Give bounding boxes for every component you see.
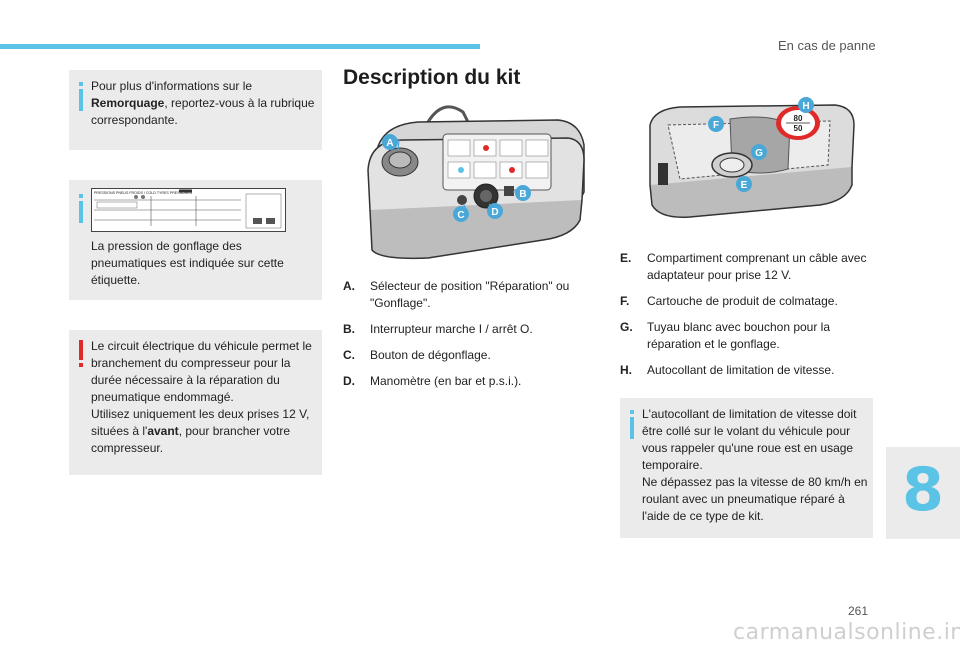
note-text: L'autocollant de limitation de vitesse d…	[642, 407, 868, 523]
speed-sign-top: 80	[794, 114, 803, 123]
svg-text:B: B	[519, 189, 526, 200]
bold-term: avant	[147, 424, 179, 438]
svg-text:H: H	[802, 101, 809, 112]
legend-item-b: B.Interrupteur marche I / arrêt O.	[343, 322, 533, 336]
legend-item-e: E.Compartiment comprenant un câble avec …	[620, 251, 867, 282]
sealant-kit-illustration: 80 50 H F G E	[649, 97, 855, 218]
label-title: PRESSIONS PNEUS FROIDS / COLD TYRES PRES…	[94, 191, 193, 195]
warning-note-electric: Le circuit électrique du véhicule permet…	[69, 330, 322, 475]
legend-item-g: G.Tuyau blanc avec bouchon pour la répar…	[620, 320, 831, 351]
svg-text:E: E	[741, 180, 748, 191]
info-note-sticker: L'autocollant de limitation de vitesse d…	[620, 398, 873, 538]
page-number: 261	[848, 604, 869, 618]
legend-item-a: A.Sélecteur de position "Réparation" ou …	[343, 279, 570, 310]
watermark: carmanualsonline.info	[733, 620, 960, 645]
info-note-trailer: Pour plus d'informations sur le Remorqua…	[69, 70, 322, 150]
svg-text:A: A	[386, 138, 393, 149]
svg-text:D: D	[491, 207, 498, 218]
callout-g: G	[751, 144, 767, 160]
info-note-pressure: PRESSIONS PNEUS FROIDS / COLD TYRES PRES…	[69, 180, 322, 300]
note-text: Le circuit électrique du véhicule permet…	[91, 339, 312, 455]
callout-f: F	[708, 116, 724, 132]
legend-item-f: F.Cartouche de produit de colmatage.	[620, 294, 838, 308]
svg-text:C: C	[457, 210, 464, 221]
callout-d: D	[487, 203, 503, 219]
chapter-tab: 8	[886, 447, 960, 539]
callout-a: A	[382, 134, 398, 150]
svg-text:G: G	[755, 148, 763, 159]
callout-c: C	[453, 206, 469, 222]
speed-sign-bottom: 50	[794, 124, 803, 133]
bold-term: Remorquage	[91, 96, 165, 110]
tyre-pressure-label-image: PRESSIONS PNEUS FROIDS / COLD TYRES PRES…	[91, 188, 286, 232]
callout-h: H	[798, 97, 814, 113]
callout-e: E	[736, 176, 752, 192]
section-color-bar	[0, 44, 480, 49]
chapter-number: 8	[902, 455, 944, 525]
section-title: En cas de panne	[778, 38, 876, 53]
compressor-illustration: A B D C	[367, 105, 585, 260]
legend-right: E.Compartiment comprenant un câble avec …	[620, 250, 870, 388]
legend-item-d: D.Manomètre (en bar et p.s.i.).	[343, 374, 522, 388]
callout-b: B	[515, 185, 531, 201]
legend-item-h: H.Autocollant de limitation de vitesse.	[620, 363, 835, 377]
note-text: La pression de gonflage des pneumatiques…	[91, 239, 284, 287]
legend-left: A.Sélecteur de position "Réparation" ou …	[343, 278, 583, 399]
svg-text:F: F	[713, 120, 719, 131]
legend-item-c: C.Bouton de dégonflage.	[343, 348, 491, 362]
note-text: Pour plus d'informations sur le Remorqua…	[91, 79, 315, 127]
page-title: Description du kit	[343, 66, 521, 89]
